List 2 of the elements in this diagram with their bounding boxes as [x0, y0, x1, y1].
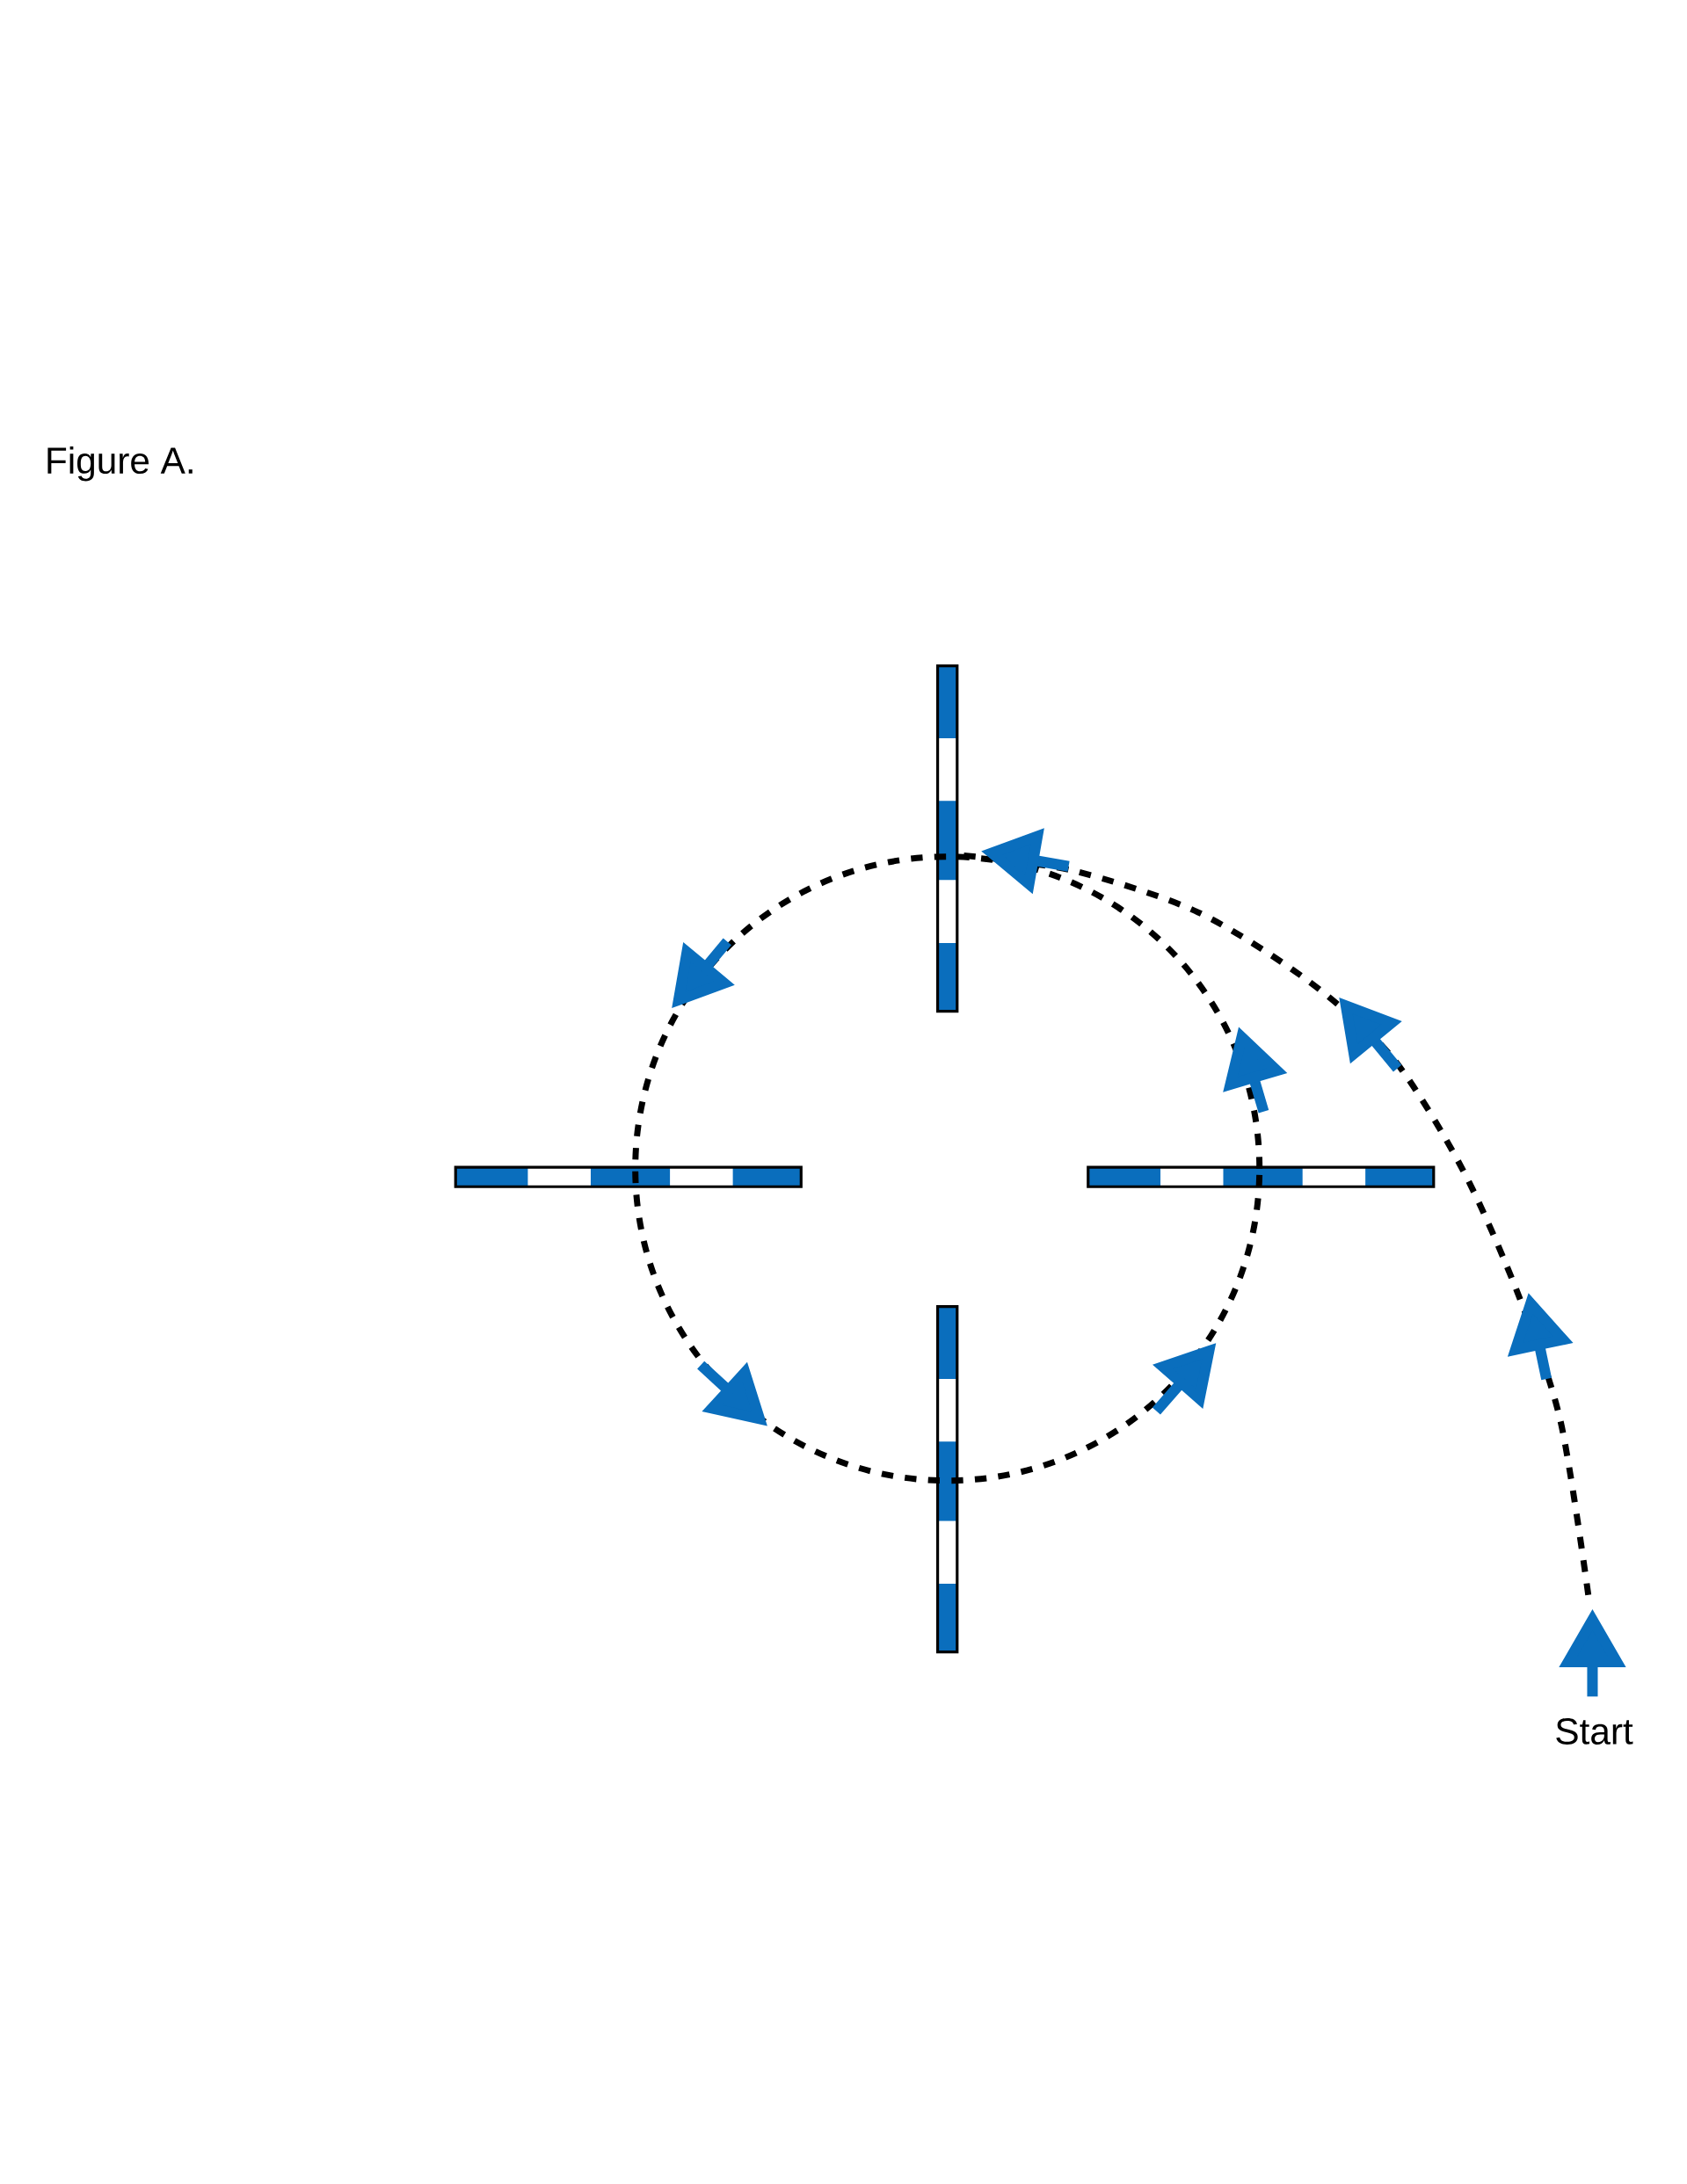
figure-title: Figure A. [47, 446, 193, 482]
start-label: Start [1556, 1717, 1633, 1745]
